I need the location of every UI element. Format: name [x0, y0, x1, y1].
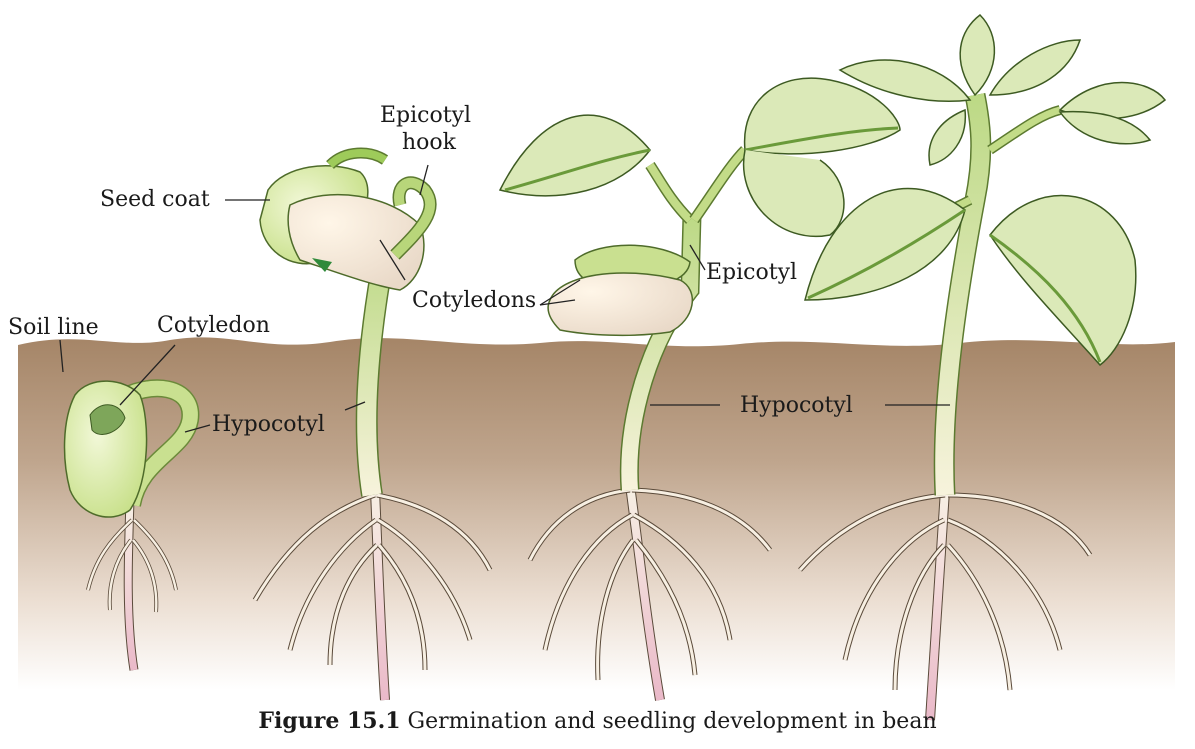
label-cotyledons: Cotyledons — [412, 288, 536, 314]
label-seed-coat: Seed coat — [100, 187, 210, 213]
label-soil-line: Soil line — [8, 315, 99, 341]
label-epicotyl-hook-line1: Epicotyl — [380, 103, 471, 129]
figure-number: Figure 15.1 — [258, 708, 400, 734]
label-cotyledon: Cotyledon — [157, 313, 270, 339]
label-epicotyl-hook-line2: hook — [402, 130, 456, 156]
label-epicotyl: Epicotyl — [706, 260, 797, 286]
label-hypocotyl-2: Hypocotyl — [740, 393, 853, 419]
figure-caption-text: Germination and seedling development in … — [401, 709, 937, 734]
label-hypocotyl-1: Hypocotyl — [212, 412, 325, 438]
figure-caption: Figure 15.1 Germination and seedling dev… — [0, 708, 1195, 734]
